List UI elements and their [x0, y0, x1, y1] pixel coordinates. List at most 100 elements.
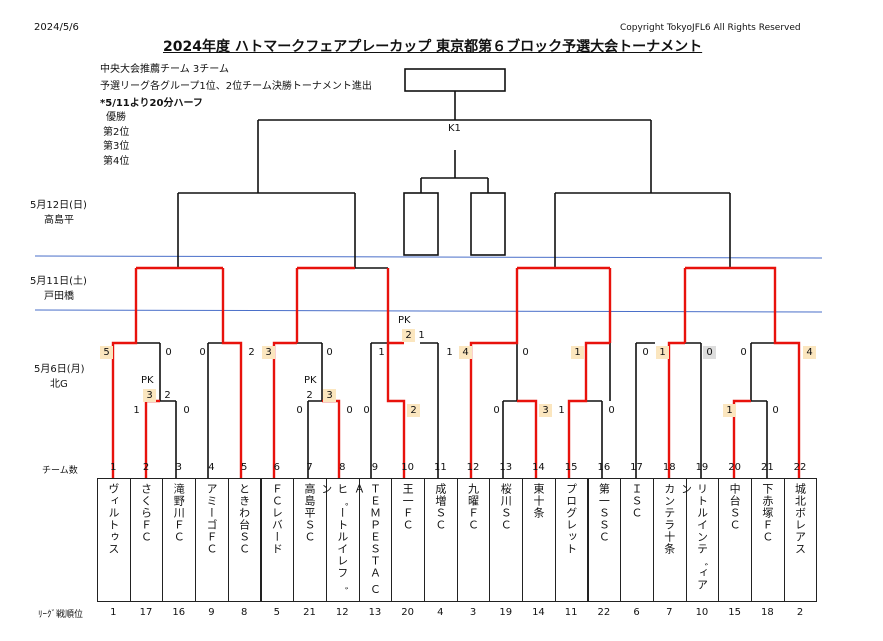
team-name: ヒ゜ートルイレフ゛ン: [319, 483, 349, 591]
r2-e: [420, 342, 439, 478]
team-count-label: チーム数: [42, 466, 78, 476]
qf-win-5: [683, 266, 730, 343]
score-r1-b-right: 0: [346, 405, 353, 416]
score-r1-f-right: 0: [772, 405, 779, 416]
team-league-rank: 2: [796, 607, 804, 618]
team-name: 成増ＳＣ: [433, 483, 447, 531]
schedule-date-final: 5月12日(日): [30, 200, 87, 211]
schedule-date-qf: 5月11日(土): [30, 276, 87, 287]
team-name: アミーゴＦＣ: [204, 483, 218, 555]
score-r2-f-right: 0: [642, 347, 649, 358]
team-league-rank: 12: [335, 607, 349, 618]
team-league-rank: 16: [172, 607, 186, 618]
score-r1-d-right: 3: [539, 404, 552, 417]
score-r1-a-pk-right: 2: [164, 390, 171, 401]
team-league-rank: 11: [564, 607, 578, 618]
schedule-venue-final: 高島平: [44, 215, 74, 226]
team-name-box: 成増ＳＣ: [424, 478, 458, 602]
team-name-box: リトルインテ゛ィアン: [679, 478, 720, 602]
team-league-rank: 18: [760, 607, 774, 618]
score-r2-d-right: 1: [446, 347, 453, 358]
score-r2-h-right: 4: [803, 346, 816, 359]
team-league-rank: 20: [401, 607, 414, 618]
team-name-box: 下赤塚ＦＣ: [751, 478, 785, 602]
team-number: 9: [371, 462, 379, 473]
score-r2-c-left: 3: [262, 346, 275, 359]
win-path-team-6: [272, 341, 297, 478]
note-recommended-teams: 中央大会推薦チーム 3チーム: [100, 64, 229, 75]
team-name: ＦＣレバード: [270, 483, 284, 555]
team-name: ときわ台ＳＣ: [237, 483, 251, 555]
team-number: 4: [208, 462, 215, 473]
team-name: 滝野川ＦＣ: [172, 483, 186, 543]
win-path-team-18: [667, 341, 685, 478]
team-name-box: さくらＦＣ: [129, 478, 164, 602]
qf-2: [297, 267, 389, 343]
team-number: 18: [662, 462, 676, 473]
r1-d: [586, 400, 603, 478]
team-number: 14: [532, 462, 545, 473]
score-r2-h-left: 0: [740, 347, 747, 358]
team-league-rank: 9: [208, 607, 215, 618]
page-title: 2024年度 ハトマークフェアプレーカップ 東京都第６ブロック予選大会トーナメン…: [163, 39, 703, 55]
schedule-venue-r1: 北G: [50, 379, 68, 390]
print-date: 2024/5/6: [34, 22, 79, 33]
pk-label-r1-b: PK: [304, 375, 317, 386]
copyright-text: Copyright TokyoJFL6 All Rights Reserved: [620, 23, 801, 33]
team-name-box: アミーゴＦＣ: [195, 478, 229, 602]
r1-e: [751, 400, 768, 478]
semifinal-right: [554, 192, 731, 268]
team-name-box: 桜川ＳＣ: [489, 478, 524, 602]
team-name: ＴＥＭＰＥＳＴＡ ＣＡ: [352, 483, 382, 596]
bracket-winner-lines: [111, 266, 801, 478]
score-r1-c-right: 2: [407, 404, 420, 417]
qf-win-2: [295, 266, 355, 343]
score-r1-a-left: 1: [133, 405, 140, 416]
score-r1-d-left: 0: [493, 405, 500, 416]
team-number: 6: [273, 462, 281, 473]
schedule-date-r1: 5月6日(月): [34, 364, 85, 375]
team-number: 16: [597, 462, 611, 473]
score-r2-c-right: 0: [326, 347, 333, 358]
team-league-rank: 21: [303, 607, 316, 618]
score-r2-a-right: 0: [165, 347, 172, 358]
team-name: 第一ＳＳＣ: [597, 483, 611, 543]
team-league-rank: 15: [728, 607, 741, 618]
team-name-box: 九曜ＦＣ: [456, 478, 491, 602]
team-number: 22: [793, 462, 807, 473]
team-name-box: カンテラ十条: [652, 478, 687, 602]
team-name-box: 高島平ＳＣ: [293, 478, 327, 602]
qf-win-3: [517, 266, 612, 343]
win-path-team-12: [469, 268, 519, 478]
team-number: 8: [339, 462, 346, 473]
placing-fourth: 第4位: [103, 156, 130, 167]
win-path-team-22: [730, 266, 801, 478]
score-r2-b-left: 0: [199, 347, 206, 358]
final-connector: [257, 91, 652, 193]
team-number: 2: [142, 462, 150, 473]
team-name-box: ＴＥＭＰＥＳＴＡ ＣＡ: [352, 478, 393, 602]
team-league-rank: 19: [499, 607, 513, 618]
score-r1-e-right: 0: [608, 405, 615, 416]
win-path-team-1: [111, 268, 138, 478]
score-r1-a-pk-left: 3: [143, 389, 156, 402]
score-r2-g-left: 1: [656, 346, 669, 359]
r1-a: [160, 400, 177, 478]
team-name: 王一ＦＣ: [401, 483, 415, 531]
win-path-team-20: [732, 399, 751, 478]
team-number: 7: [306, 462, 313, 473]
divider-day-qf: [34, 309, 823, 313]
win-path-team-15: [567, 341, 610, 478]
team-number: 1: [110, 462, 117, 473]
pk-label-r1-a: PK: [141, 375, 154, 386]
score-r2-d-left: 1: [378, 347, 385, 358]
team-name-box: ＩＳＣ: [620, 478, 654, 602]
team-league-rank: 4: [437, 607, 444, 618]
r2-g: [586, 342, 611, 401]
placing-third: 第3位: [103, 141, 130, 152]
team-number: 10: [401, 462, 414, 473]
score-r2-b-right: 2: [248, 347, 255, 358]
team-league-rank: 17: [139, 607, 153, 618]
score-r1-a-right: 0: [183, 405, 190, 416]
